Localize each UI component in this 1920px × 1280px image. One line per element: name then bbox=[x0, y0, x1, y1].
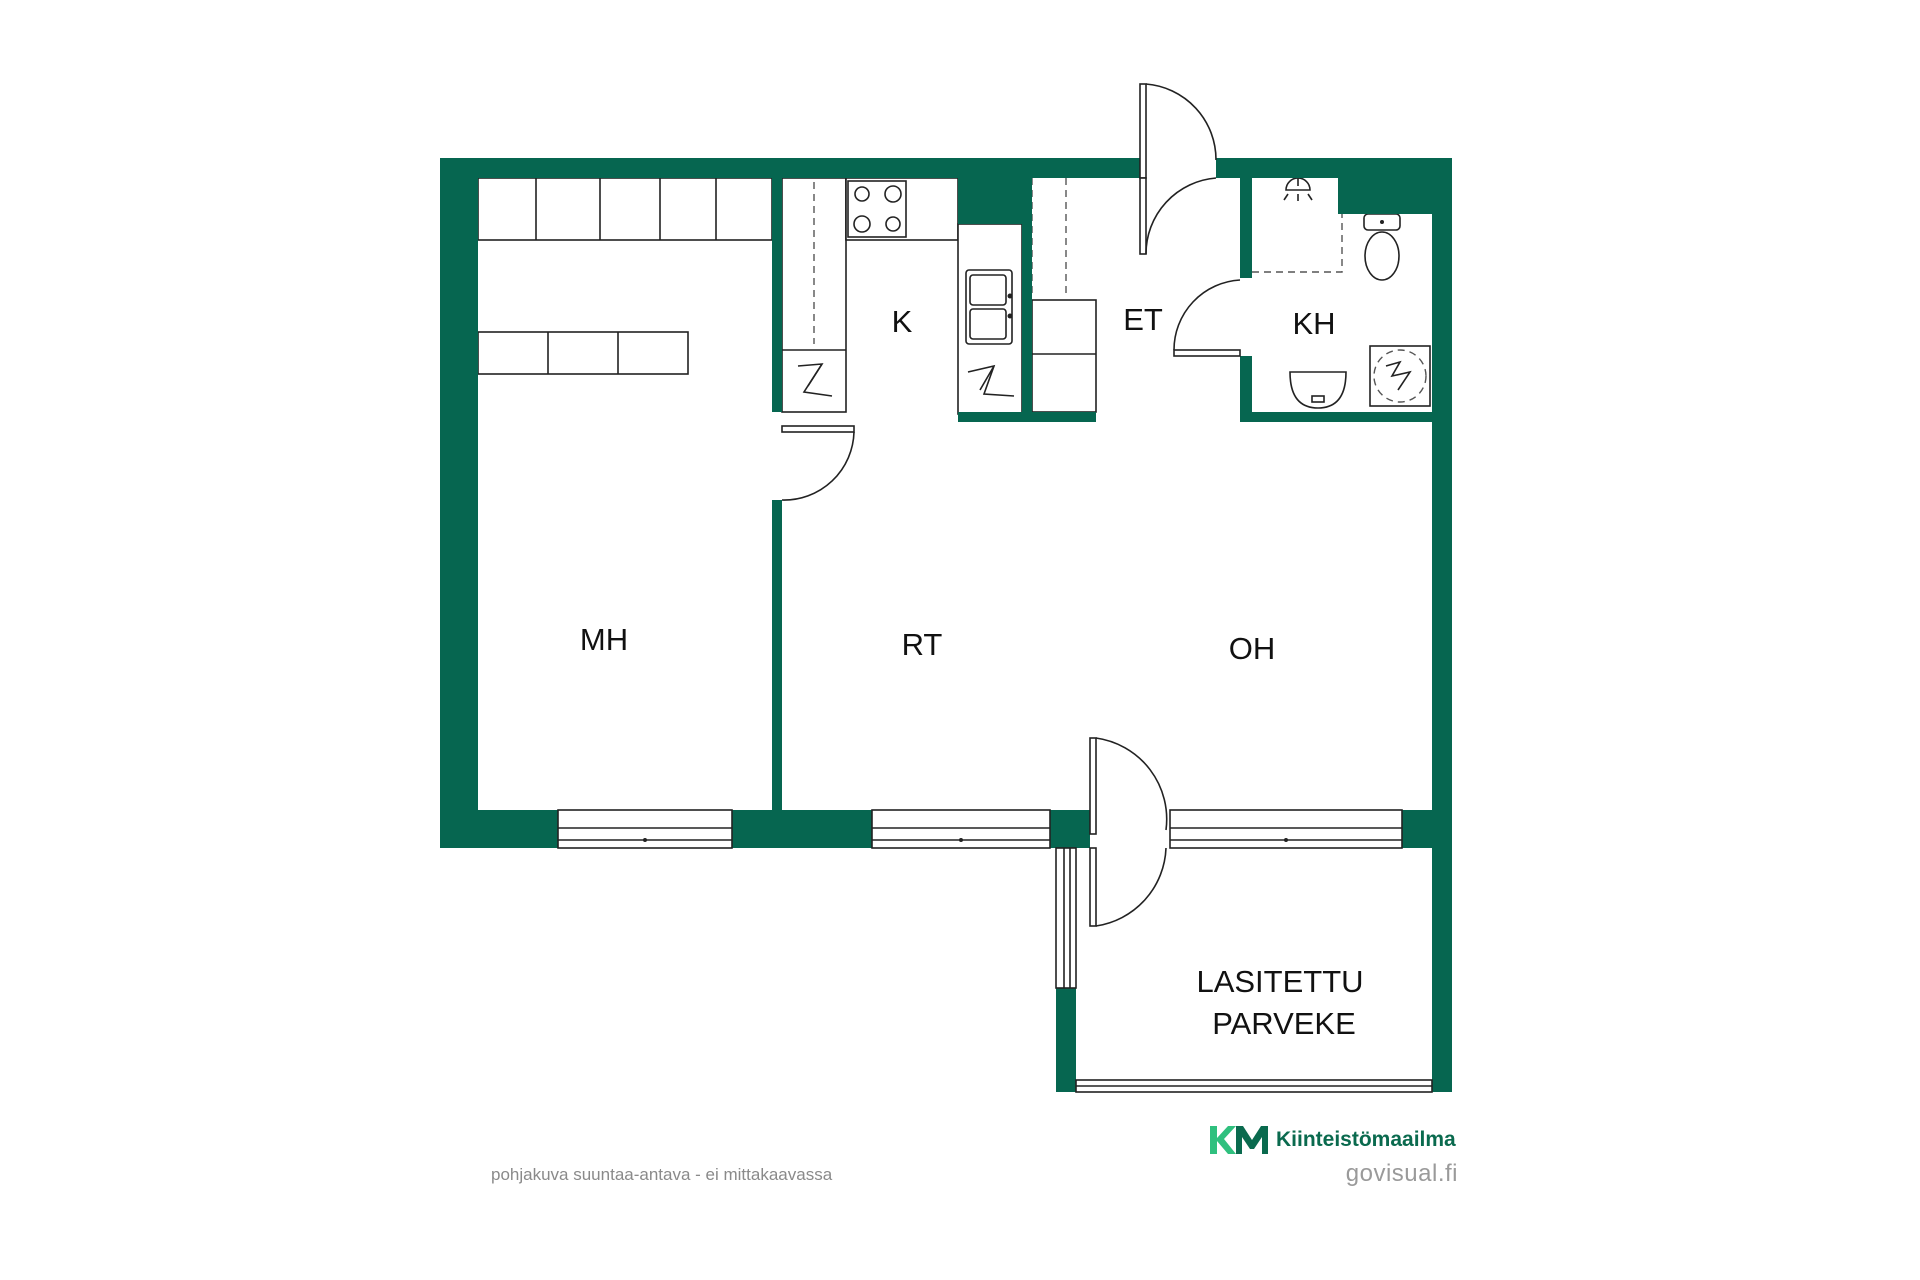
room-label-kh: KH bbox=[1292, 306, 1335, 341]
balcony-glazing-bottom bbox=[1075, 1079, 1433, 1093]
km-logo-icon bbox=[1210, 1126, 1268, 1154]
room-label-balcony-line2: PARVEKE bbox=[1212, 1006, 1356, 1041]
door-swing-icon bbox=[781, 425, 855, 501]
toilet-icon bbox=[1363, 213, 1401, 281]
wardrobe-middle bbox=[477, 331, 689, 375]
shower-icon bbox=[1283, 177, 1313, 201]
sink-icon bbox=[965, 269, 1013, 345]
electric-panel-icon bbox=[967, 364, 1015, 397]
disclaimer-text: pohjakuva suuntaa-antava - ei mittakaava… bbox=[491, 1165, 833, 1184]
walls bbox=[440, 158, 1452, 1092]
room-label-mh: MH bbox=[580, 622, 628, 657]
room-label-oh: OH bbox=[1229, 631, 1276, 666]
door-swing-icon bbox=[1089, 737, 1168, 927]
door-swing-icon bbox=[1173, 279, 1241, 357]
website-text: govisual.fi bbox=[1345, 1160, 1458, 1187]
wardrobe-top bbox=[477, 177, 773, 241]
entry-wardrobe bbox=[1031, 178, 1097, 413]
window-icon bbox=[1169, 809, 1403, 849]
room-label-et: ET bbox=[1123, 302, 1163, 337]
brand-logo: Kiinteistömaailma bbox=[1208, 1120, 1456, 1160]
floor-drain-icon bbox=[1369, 345, 1431, 407]
window-icon bbox=[871, 809, 1051, 849]
shower-area bbox=[1252, 182, 1343, 273]
door-swing-icon bbox=[1139, 83, 1217, 255]
window-icon bbox=[557, 809, 733, 849]
balcony-glazing-left bbox=[1055, 847, 1077, 989]
room-label-k: K bbox=[892, 304, 913, 339]
electric-panel-icon bbox=[797, 363, 833, 397]
room-label-balcony-line1: LASITETTU bbox=[1196, 964, 1363, 999]
room-label-rt: RT bbox=[902, 627, 943, 662]
brand-name: Kiinteistömaailma bbox=[1276, 1128, 1456, 1151]
stove-icon bbox=[847, 180, 907, 238]
washbasin-icon bbox=[1289, 371, 1347, 409]
